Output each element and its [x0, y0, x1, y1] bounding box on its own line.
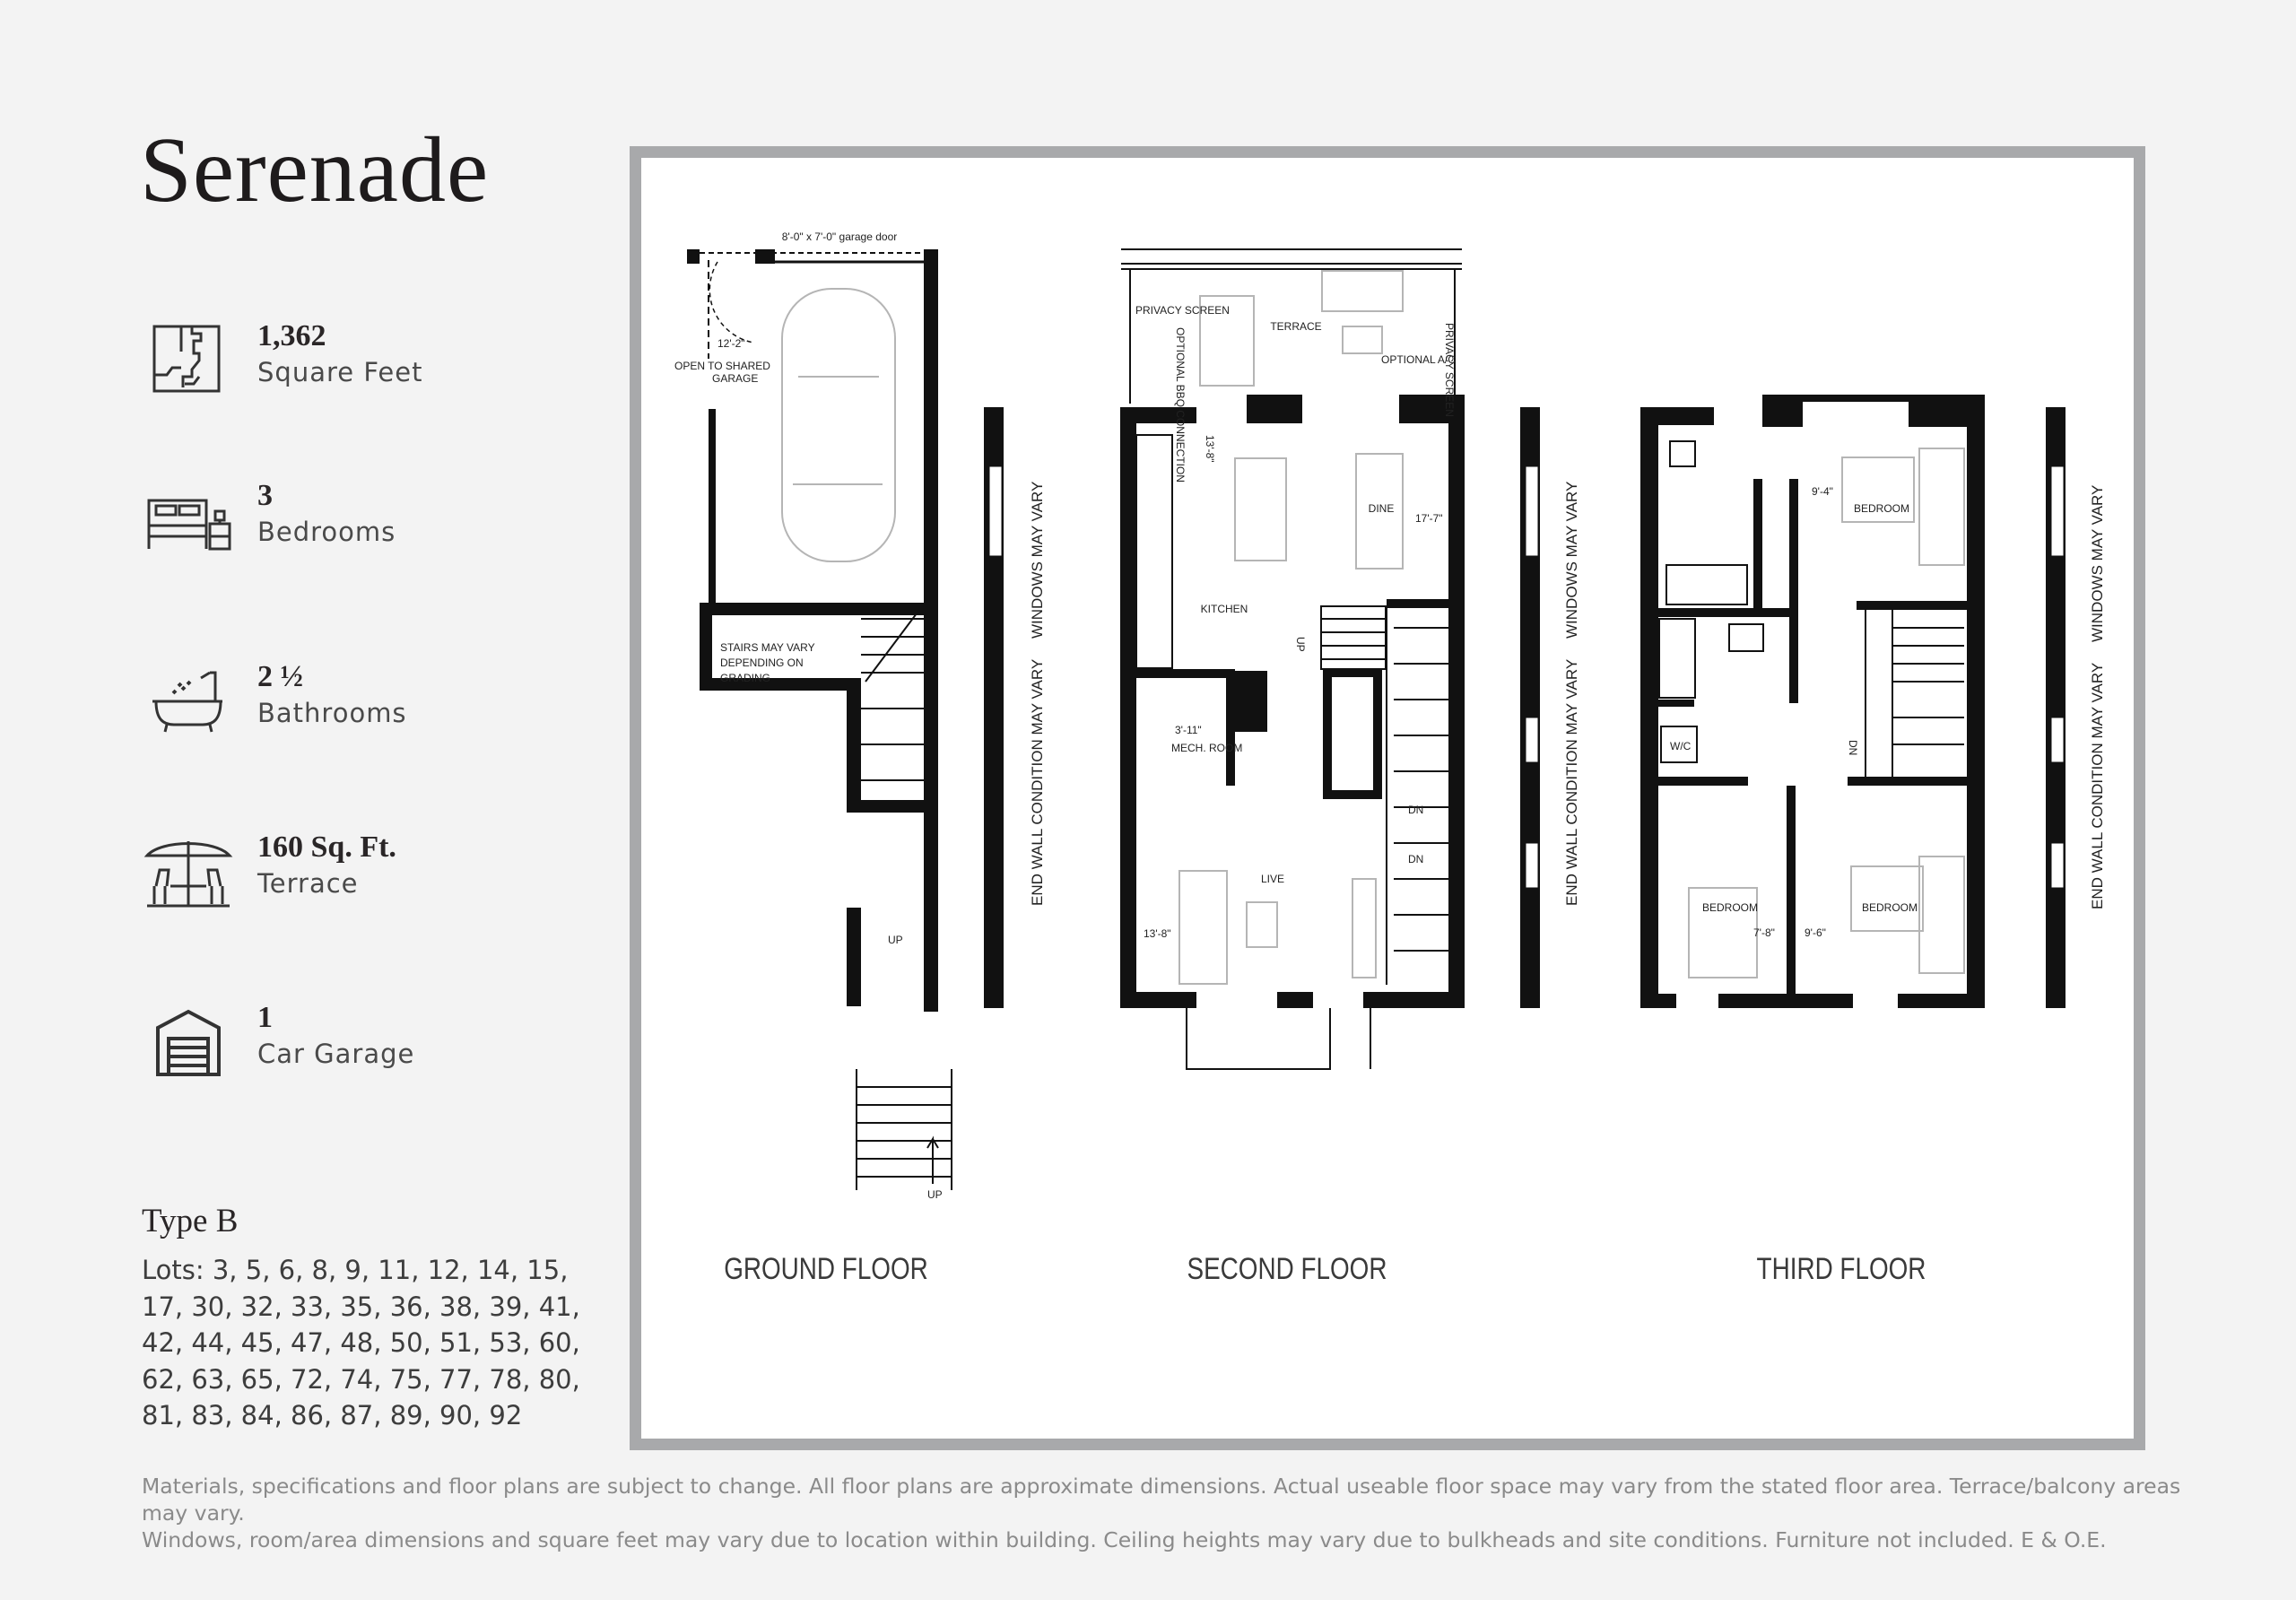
second-floor-plan: PRIVACY SCREEN PRIVACY SCREEN OPTIONAL B… [1120, 248, 1465, 1286]
lots-list: Lots: 3, 5, 6, 8, 9, 11, 12, 14, 15, 17,… [142, 1255, 580, 1430]
stat-bathrooms: 2 ½ Bathrooms [144, 660, 646, 746]
end-wall-note: END WALL CONDITION MAY VARY [1029, 659, 1046, 906]
up-label: UP [927, 1188, 943, 1201]
floor-plan-icon [152, 325, 221, 393]
end-wall-note: END WALL CONDITION MAY VARY [1563, 659, 1580, 906]
garage-icon [156, 1009, 221, 1076]
end-wall-strips: WINDOWS MAY VARY END WALL CONDITION MAY … [984, 407, 2106, 1008]
stairs-note: STAIRS MAY VARY [720, 641, 815, 654]
dim-label: 13'-8" [1204, 435, 1216, 463]
stat-label: Terrace [257, 868, 359, 899]
ground-floor-plan: 8'-0" x 7'-0" garage door 12'-2" OPEN TO… [674, 230, 952, 1286]
third-floor-label: THIRD FLOOR [1757, 1251, 1926, 1285]
unit-type: Type B [142, 1203, 239, 1239]
mech-room-label: MECH. ROOM [1171, 742, 1242, 754]
stat-value: 2 ½ [257, 660, 303, 693]
dim-label: 3'-11" [1175, 724, 1202, 736]
privacy-screen-label: PRIVACY SCREEN [1135, 304, 1230, 317]
stairs-note: GRADING [720, 672, 770, 684]
privacy-screen-label: PRIVACY SCREEN [1443, 323, 1456, 417]
stat-terrace: 160 Sq. Ft. Terrace [144, 830, 646, 917]
bedroom-label: BEDROOM [1702, 901, 1758, 914]
ac-label: OPTIONAL A/C [1381, 353, 1456, 366]
dn-label: DN [1847, 740, 1859, 755]
dim-label: 12'-2" [718, 337, 745, 350]
disclaimer: Materials, specifications and floor plan… [142, 1473, 2205, 1553]
dim-label: 9'-6" [1805, 926, 1826, 939]
bbq-label: OPTIONAL BBQ CONNECTION [1174, 327, 1187, 483]
stat-value: 1 [257, 1001, 273, 1034]
bedroom-label: BEDROOM [1862, 901, 1918, 914]
stairs-note: DEPENDING ON [720, 657, 804, 669]
up-label: UP [1294, 637, 1307, 652]
open-to-shared-label: GARAGE [712, 372, 758, 385]
dn-label: DN [1408, 804, 1423, 816]
stat-bedrooms: 3 Bedrooms [144, 479, 646, 565]
bed-icon [147, 499, 231, 551]
disclaimer-line: Windows, room/area dimensions and square… [142, 1527, 2107, 1552]
bedroom-label: BEDROOM [1854, 502, 1909, 515]
third-floor-plan: BEDROOM BEDROOM BEDROOM W/C DN 9'-4" 7'-… [1640, 395, 1985, 1286]
ground-floor-label: GROUND FLOOR [724, 1251, 928, 1285]
stat-label: Square Feet [257, 357, 423, 387]
stat-square-feet: 1,362 Square Feet [144, 319, 646, 405]
stat-garage: 1 Car Garage [144, 1001, 646, 1087]
garage-door-label: 8'-0" x 7'-0" garage door [782, 230, 898, 243]
dim-label: 9'-4" [1812, 485, 1833, 498]
kitchen-label: KITCHEN [1201, 603, 1248, 615]
dim-label: 17'-7" [1415, 512, 1443, 525]
dim-label: 13'-8" [1144, 927, 1171, 940]
stat-label: Car Garage [257, 1039, 415, 1069]
up-label: UP [888, 934, 903, 946]
bathtub-icon [152, 671, 222, 733]
dn-label: DN [1408, 853, 1423, 865]
stat-value: 160 Sq. Ft. [257, 830, 396, 864]
stat-value: 3 [257, 479, 273, 512]
open-to-shared-label: OPEN TO SHARED [674, 360, 770, 372]
second-floor-label: SECOND FLOOR [1187, 1251, 1387, 1285]
stat-label: Bedrooms [257, 517, 396, 547]
terrace-label: TERRACE [1270, 320, 1321, 333]
page-title: Serenade [140, 118, 490, 222]
windows-note: WINDOWS MAY VARY [1029, 482, 1046, 639]
dim-label: 7'-8" [1753, 926, 1775, 939]
wic-label: W/C [1670, 740, 1692, 752]
stat-label: Bathrooms [257, 698, 407, 728]
windows-note: WINDOWS MAY VARY [1563, 482, 1580, 639]
end-wall-note: END WALL CONDITION MAY VARY [2089, 663, 2106, 909]
stat-value: 1,362 [257, 319, 326, 352]
windows-note: WINDOWS MAY VARY [2089, 485, 2106, 642]
dine-label: DINE [1369, 502, 1395, 515]
disclaimer-line: Materials, specifications and floor plan… [142, 1474, 2181, 1526]
live-label: LIVE [1261, 873, 1284, 885]
patio-umbrella-icon [144, 841, 233, 908]
